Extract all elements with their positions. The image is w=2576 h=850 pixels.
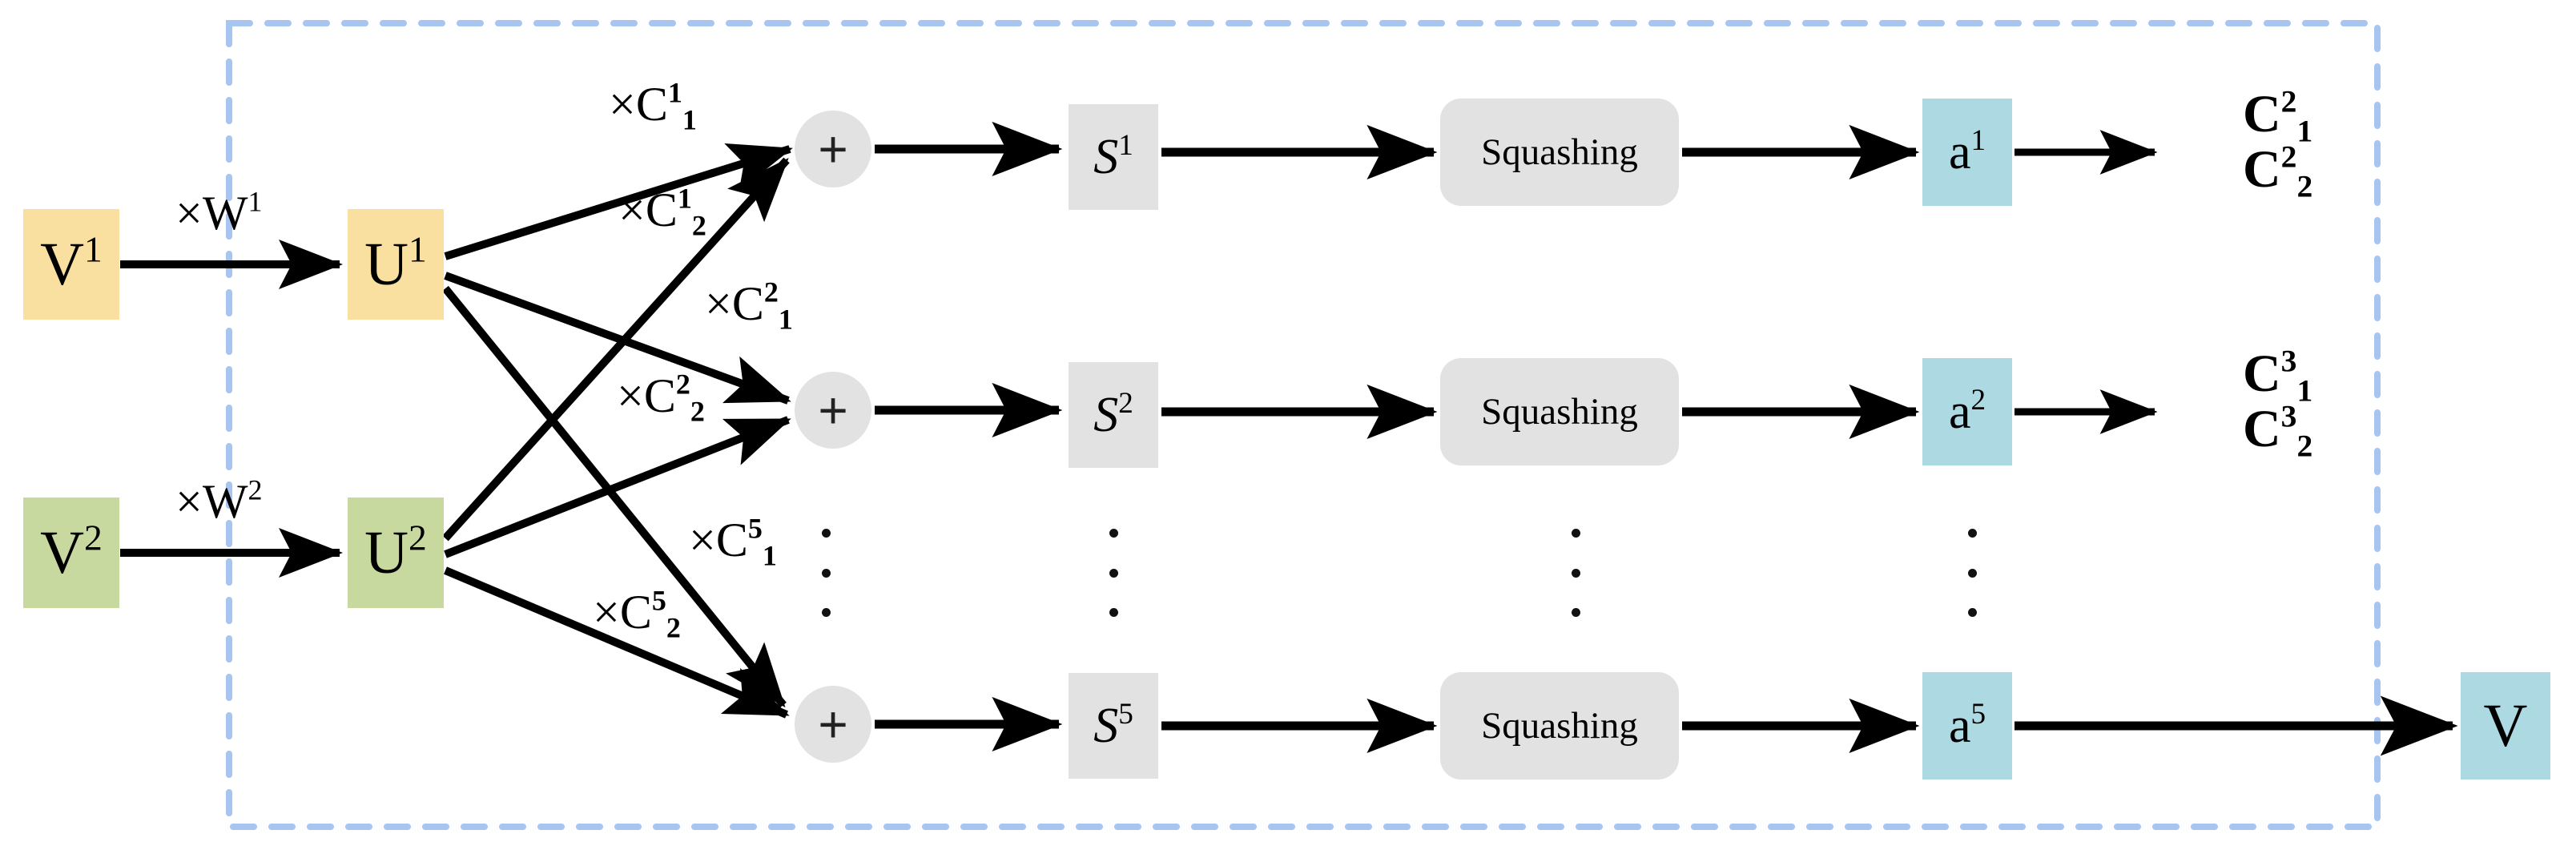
prediction-capsule-u1-label: U1 <box>364 228 427 298</box>
ellipsis-dot <box>1109 608 1118 617</box>
coupling-label-c2-1: ×C12 <box>618 182 706 242</box>
squashing-box-row-1[interactable]: Squashing <box>1440 99 1679 206</box>
sum-symbol: + <box>818 695 848 753</box>
ellipsis-column-sum <box>820 529 831 617</box>
ellipsis-column-squashing <box>1570 529 1581 617</box>
coupling-label-c2-5: ×C52 <box>593 584 681 644</box>
activation-box-row-2-label: a2 <box>1948 383 1986 439</box>
ellipsis-dot <box>821 608 831 617</box>
transform-label-w2: ×W2 <box>175 473 263 528</box>
routing-region-border <box>226 20 2381 830</box>
output-coupling-row-2-item-1: C31 <box>2243 343 2313 409</box>
ellipsis-column-s <box>1108 529 1119 617</box>
input-capsule-v1-label: V1 <box>40 228 103 298</box>
edge-u2-sum5 <box>444 566 790 719</box>
prediction-capsule-u1[interactable]: U1 <box>348 209 444 320</box>
output-coupling-row-1: C21 C22 <box>2243 83 2313 204</box>
output-coupling-row-1-item-2: C22 <box>2243 139 2313 204</box>
s-box-row-5[interactable]: S5 <box>1069 673 1158 779</box>
ellipsis-dot <box>1571 608 1580 617</box>
s-box-row-1-label: S1 <box>1093 128 1133 184</box>
edge-u1-sum1 <box>444 143 793 260</box>
prediction-capsule-u2[interactable]: U2 <box>348 498 444 608</box>
input-capsule-v2[interactable]: V2 <box>23 498 119 608</box>
ellipsis-column-activation <box>1966 529 1978 617</box>
activation-box-row-5[interactable]: a5 <box>1922 672 2012 780</box>
squashing-box-row-1-label: Squashing <box>1481 131 1638 173</box>
output-capsule-v[interactable]: V <box>2461 672 2550 780</box>
output-coupling-row-2: C31 C32 <box>2243 343 2313 464</box>
ellipsis-dot <box>1571 529 1580 538</box>
s-box-row-2-label: S2 <box>1093 386 1133 442</box>
s-box-row-2[interactable]: S2 <box>1069 362 1158 468</box>
coupling-label-c1-5: ×C51 <box>689 512 777 572</box>
activation-box-row-1-label: a1 <box>1948 123 1986 179</box>
activation-box-row-5-label: a5 <box>1948 697 1986 753</box>
edge-u1-sum2 <box>444 272 791 405</box>
squashing-box-row-5-label: Squashing <box>1481 705 1638 747</box>
sum-node-row-5[interactable]: + <box>795 686 871 763</box>
coupling-label-c1-2: ×C21 <box>705 276 793 336</box>
sum-node-row-1[interactable]: + <box>795 111 871 187</box>
edge-u1-sum5 <box>442 285 787 708</box>
activation-box-row-1[interactable]: a1 <box>1922 99 2012 206</box>
output-capsule-v-label: V <box>2483 691 2528 759</box>
sum-symbol: + <box>818 381 848 439</box>
edge-u2-sum1 <box>442 157 790 542</box>
squashing-box-row-2[interactable]: Squashing <box>1440 358 1679 465</box>
sum-symbol: + <box>818 120 848 178</box>
ellipsis-dot <box>1967 529 1977 538</box>
ellipsis-dot <box>1967 568 1977 578</box>
input-capsule-v2-label: V2 <box>40 517 103 586</box>
ellipsis-dot <box>821 529 831 538</box>
ellipsis-dot <box>1109 568 1118 578</box>
output-coupling-row-1-item-1: C21 <box>2243 83 2313 149</box>
squashing-box-row-2-label: Squashing <box>1481 391 1638 433</box>
squashing-box-row-5[interactable]: Squashing <box>1440 672 1679 780</box>
activation-box-row-2[interactable]: a2 <box>1922 358 2012 465</box>
edge-u2-sum2 <box>444 416 791 558</box>
s-box-row-1[interactable]: S1 <box>1069 104 1158 210</box>
transform-label-w1: ×W1 <box>175 185 263 240</box>
output-coupling-row-2-item-2: C32 <box>2243 398 2313 464</box>
ellipsis-dot <box>1109 529 1118 538</box>
coupling-label-c1-1: ×C11 <box>609 76 697 136</box>
sum-node-row-2[interactable]: + <box>795 372 871 449</box>
ellipsis-dot <box>1967 608 1977 617</box>
s-box-row-5-label: S5 <box>1093 697 1133 753</box>
prediction-capsule-u2-label: U2 <box>364 517 427 586</box>
input-capsule-v1[interactable]: V1 <box>23 209 119 320</box>
coupling-label-c2-2: ×C22 <box>617 368 705 428</box>
ellipsis-dot <box>1571 568 1580 578</box>
ellipsis-dot <box>821 568 831 578</box>
